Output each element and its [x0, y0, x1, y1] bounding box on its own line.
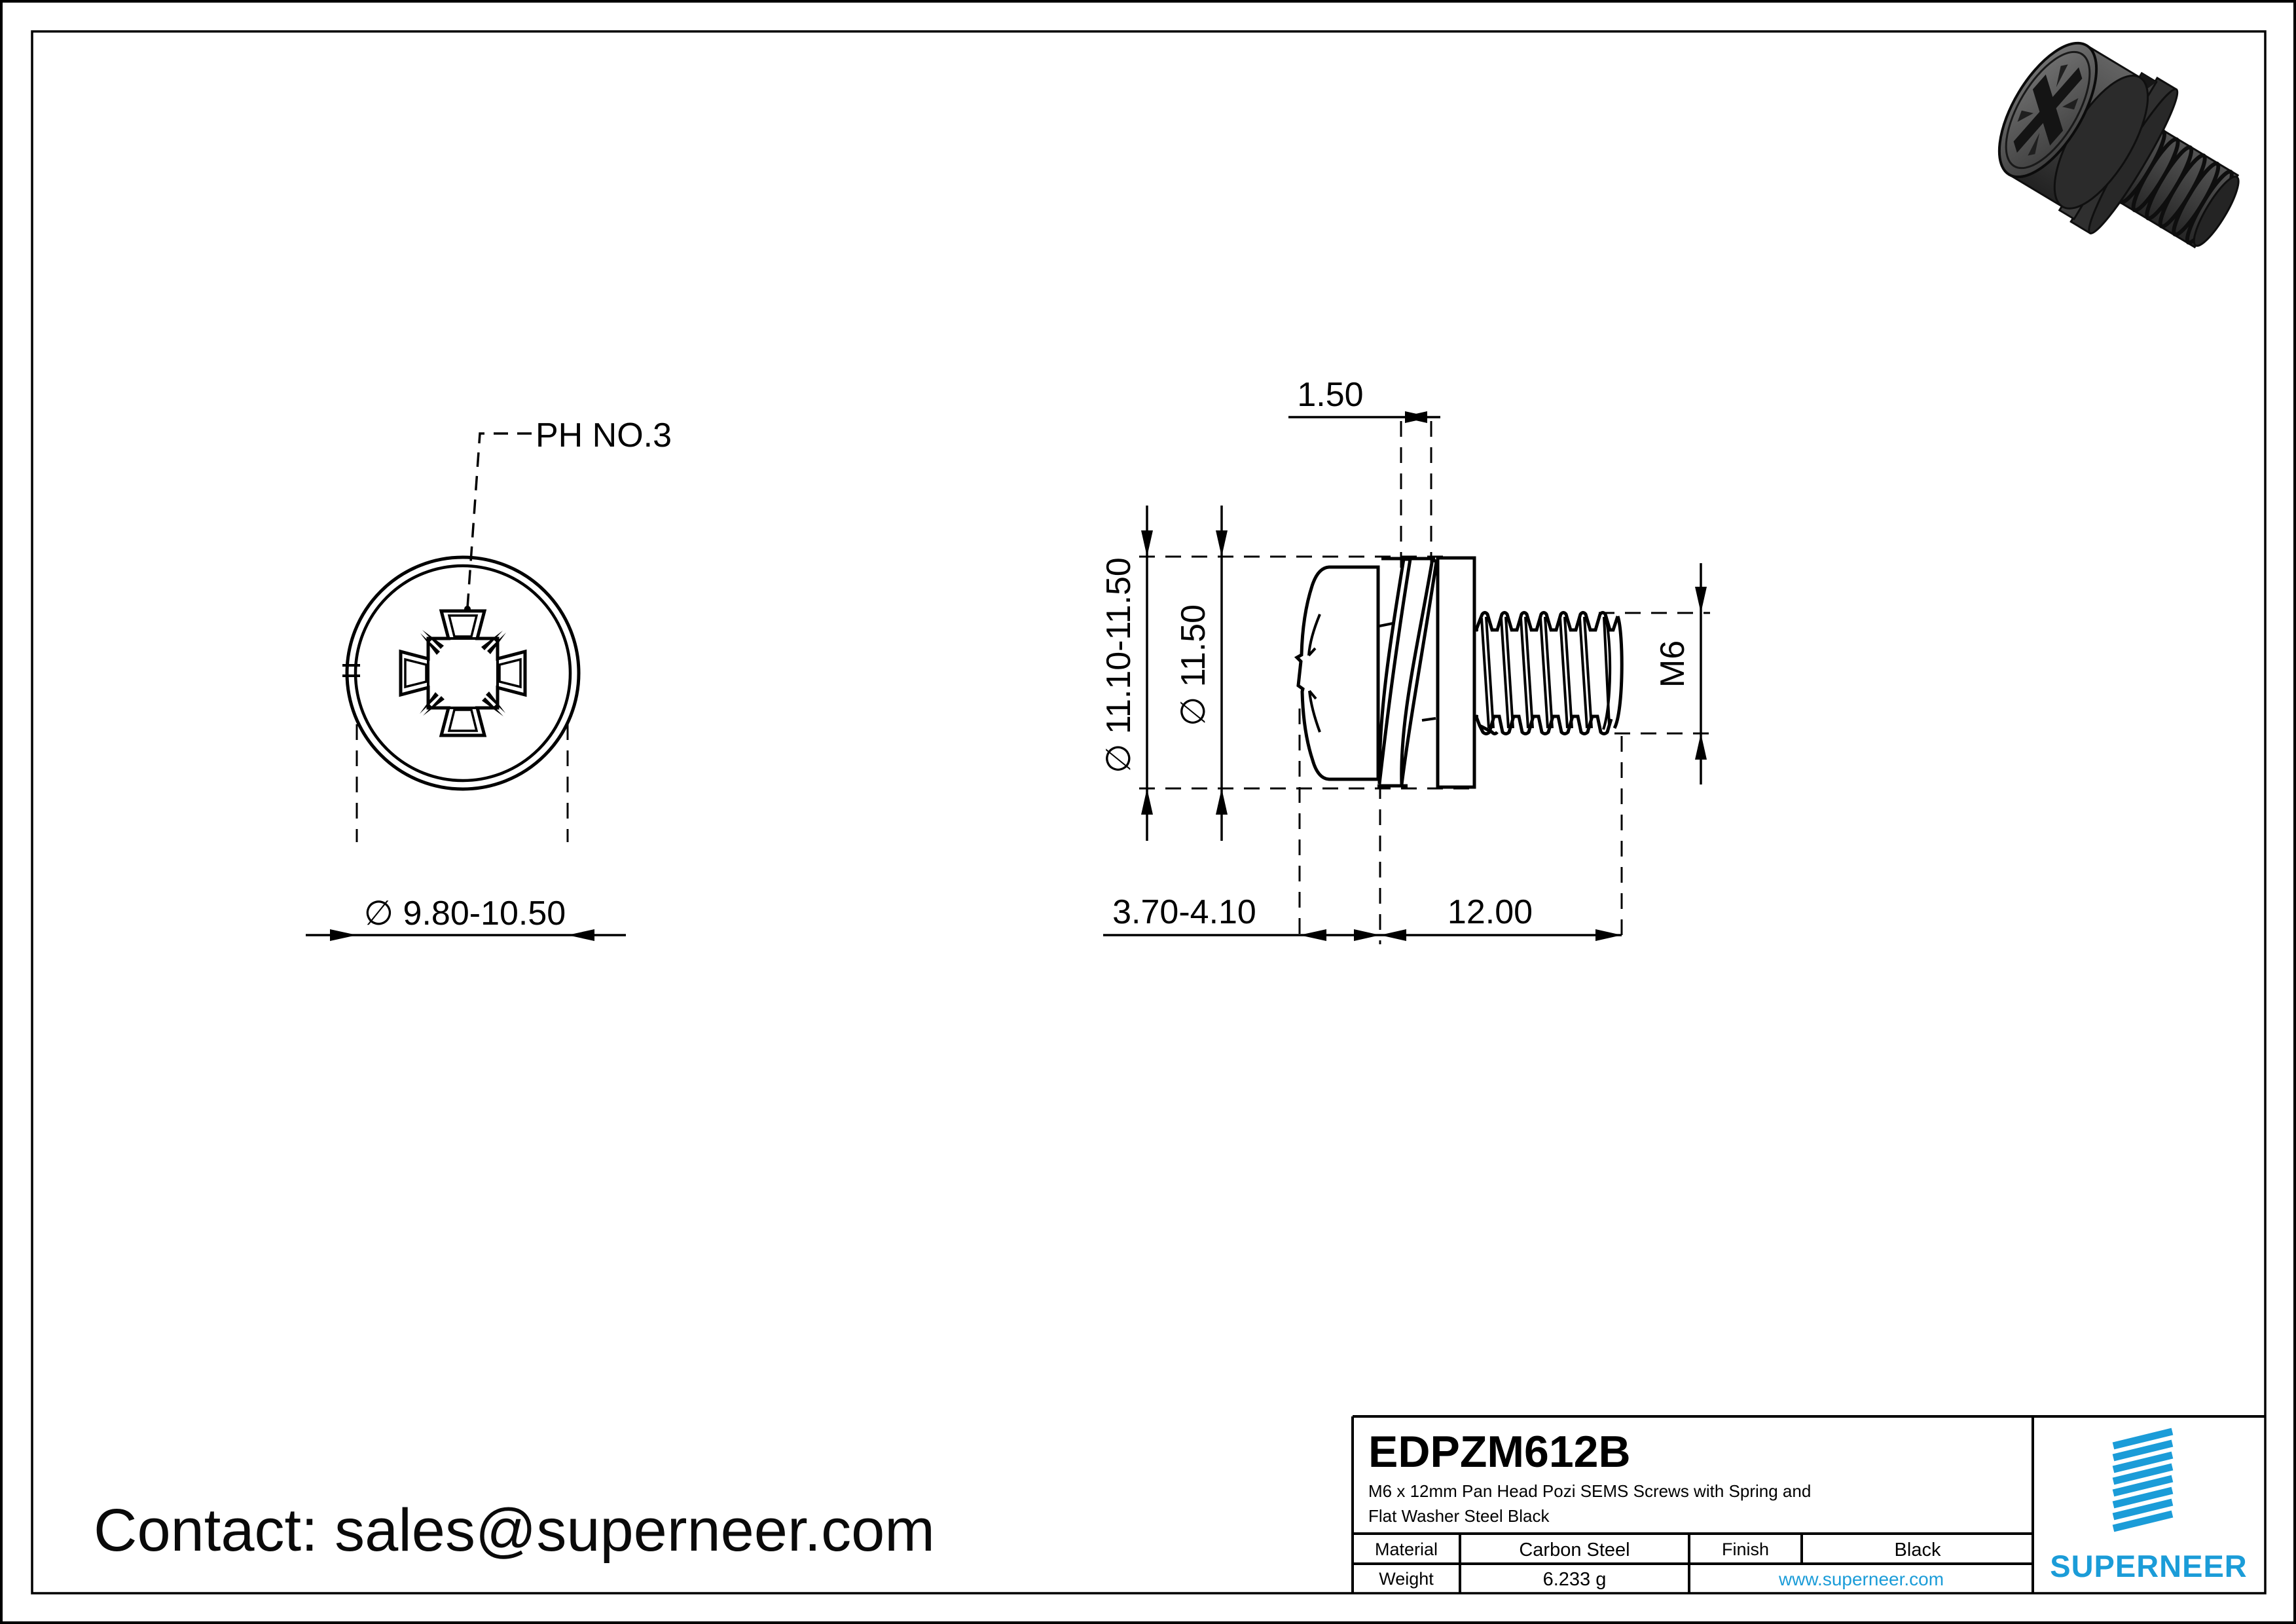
weight-value: 6.233 g — [1543, 1569, 1607, 1590]
superneer-logo-icon — [2112, 1428, 2174, 1532]
pozi-recess-3d-icon — [2013, 64, 2083, 156]
flat-washer-od-value: ∅ 11.10-11.50 — [1100, 557, 1138, 773]
side-view-drawing: 1.50 ∅ 11.10-11.50 ∅ 11.50 M6 3.70 — [1100, 376, 1710, 944]
part-number: EDPZM612B — [1368, 1427, 1631, 1477]
front-view-drawing: PH NO.3 ∅ 9.80-10.50 — [306, 416, 672, 941]
dim-thread-size: M6 — [1654, 563, 1707, 784]
part-description-line2: Flat Washer Steel Black — [1368, 1506, 1550, 1526]
dim-head-height: 3.70-4.10 — [1103, 893, 1622, 941]
contact-email-text: Contact: sales@superneer.com — [94, 1497, 935, 1564]
brand-wordmark: SUPERNEER — [2050, 1549, 2248, 1583]
drawing-frame-border — [31, 30, 2267, 1595]
screw-3d-render — [1997, 41, 2240, 249]
thread-profile — [1474, 611, 1624, 735]
side-extension-lines — [1139, 421, 1710, 944]
spring-washer-profile — [1377, 556, 1438, 788]
side-head-outline — [1294, 565, 1380, 781]
head-height-value: 3.70-4.10 — [1112, 893, 1256, 931]
thread-size-value: M6 — [1654, 640, 1692, 688]
front-diameter-value: ∅ 9.80-10.50 — [364, 895, 566, 932]
part-description-line1: M6 x 12mm Pan Head Pozi SEMS Screws with… — [1368, 1481, 1811, 1501]
material-label: Material — [1375, 1540, 1438, 1559]
recess-profile-arcs — [1307, 614, 1321, 733]
flat-washer-profile — [1436, 556, 1476, 789]
thread-length-value: 12.00 — [1448, 893, 1533, 931]
dim-spring-washer-width: 1.50 — [1288, 376, 1440, 423]
dim-flat-washer-od: ∅ 11.10-11.50 — [1100, 506, 1153, 841]
spring-width-value: 1.50 — [1297, 376, 1363, 414]
front-dim-diameter: ∅ 9.80-10.50 — [306, 724, 626, 941]
ph-leader-line — [464, 432, 532, 612]
weight-label: Weight — [1379, 1569, 1434, 1589]
rim-notch — [342, 664, 360, 677]
title-block-grid — [1351, 1415, 2265, 1593]
dim-thread-length: 12.00 — [1380, 893, 1622, 941]
website-link[interactable]: www.superneer.com — [1778, 1569, 1944, 1589]
ph-number-label: PH NO.3 — [536, 416, 672, 454]
finish-label: Finish — [1722, 1540, 1769, 1559]
pozi-recess-icon — [399, 609, 527, 737]
title-block: EDPZM612B M6 x 12mm Pan Head Pozi SEMS S… — [1351, 1415, 2265, 1593]
material-value: Carbon Steel — [1519, 1540, 1630, 1560]
dim-head-od: ∅ 11.50 — [1175, 506, 1228, 841]
head-od-value: ∅ 11.50 — [1175, 604, 1212, 726]
finish-value: Black — [1895, 1540, 1941, 1560]
